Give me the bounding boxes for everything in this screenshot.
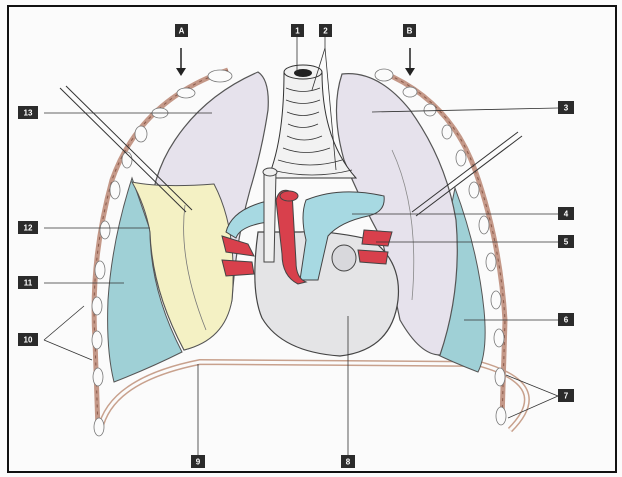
label-12: 12 xyxy=(18,221,38,234)
label-10: 10 xyxy=(18,333,38,346)
heart xyxy=(255,232,399,356)
label-2: 2 xyxy=(319,24,332,37)
view-a-arrow xyxy=(176,48,186,76)
label-8: 8 xyxy=(341,455,355,468)
svg-text:2: 2 xyxy=(323,27,328,36)
label-3: 3 xyxy=(558,101,574,114)
svg-text:13: 13 xyxy=(24,109,33,118)
svg-text:4: 4 xyxy=(564,210,569,219)
label-13: 13 xyxy=(18,106,38,119)
svg-text:10: 10 xyxy=(24,336,33,345)
label-9: 9 xyxy=(191,455,205,468)
label-4: 4 xyxy=(558,207,574,220)
svg-text:11: 11 xyxy=(24,279,33,288)
svg-text:9: 9 xyxy=(196,458,201,467)
svg-text:1: 1 xyxy=(295,27,300,36)
label-1: 1 xyxy=(291,24,304,37)
svg-text:3: 3 xyxy=(564,104,569,113)
svg-text:8: 8 xyxy=(346,458,351,467)
label-7: 7 xyxy=(558,389,574,402)
svg-text:6: 6 xyxy=(564,316,569,325)
view-label-a: A xyxy=(175,24,188,37)
label-6: 6 xyxy=(558,313,574,326)
label-11: 11 xyxy=(18,276,38,289)
svg-text:B: B xyxy=(407,27,413,36)
svg-text:12: 12 xyxy=(24,224,33,233)
view-b-arrow xyxy=(405,48,415,76)
diaphragm xyxy=(100,362,527,430)
label-5: 5 xyxy=(558,235,574,248)
svg-text:A: A xyxy=(179,27,185,36)
left-atrium xyxy=(332,245,356,271)
svg-text:5: 5 xyxy=(564,238,569,247)
svg-text:7: 7 xyxy=(564,392,569,401)
view-label-b: B xyxy=(403,24,416,37)
needle-left-a xyxy=(60,88,186,212)
